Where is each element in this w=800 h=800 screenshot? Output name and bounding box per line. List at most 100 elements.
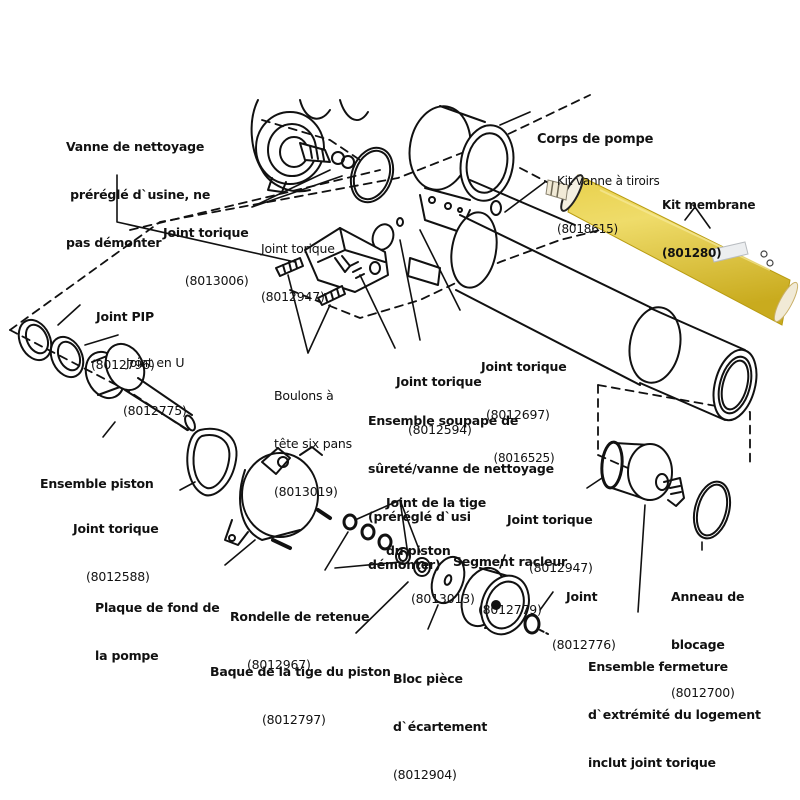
- leader-segment: [499, 554, 506, 569]
- locking-ring-8012700: [692, 480, 732, 540]
- leader-vanne-nettoyage: [116, 174, 296, 263]
- label-line: démonter): [368, 557, 441, 572]
- rod-seal-rings: [342, 513, 431, 577]
- label-line: Kit vanne à tiroirs: [557, 174, 660, 188]
- label-plaque-fond: Plaque de fond de la pompe: [95, 568, 220, 696]
- label-line: Segment racleur: [453, 554, 567, 569]
- pip-joint-8012796: [17, 318, 53, 362]
- label-line: Joint torique: [73, 521, 159, 536]
- leader-joint-8012697: [419, 229, 461, 311]
- label-line: pas démonter: [66, 235, 162, 250]
- label-joint-torique-8012594: Joint torique (8012594): [396, 342, 482, 470]
- label-line: Rondelle de retenue: [230, 609, 370, 624]
- label-line: (8012697): [486, 407, 550, 422]
- joint-8012776: [523, 613, 541, 635]
- label-line: (préréglé d`usi: [368, 509, 471, 524]
- label-line: Anneau de: [671, 589, 745, 604]
- label-ensemble-fermeture: Ensemble fermeture d`extrémité du logeme…: [588, 627, 761, 800]
- label-joint-en-u: Joint en U (8012775): [123, 323, 187, 451]
- leader-kit-vanne: [504, 181, 546, 213]
- small-o-ring: [766, 259, 774, 267]
- label-line: (8012588): [86, 569, 150, 584]
- leader-ensemble-fermeture: [637, 504, 646, 613]
- label-joint-torique-8012947-bottom: Joint torique (8012947): [507, 480, 593, 608]
- label-line: préréglé d`usine, ne: [66, 187, 211, 202]
- label-kit-membrane: Kit membrane (801280): [662, 165, 756, 293]
- leader-ensemble-piston: [102, 421, 116, 438]
- label-line: Bloc pièce: [393, 671, 463, 686]
- label-kit-vanne-tiroirs: Kit vanne à tiroirs (8018615): [557, 141, 660, 269]
- spacer-disc-8012904: [430, 555, 466, 605]
- piston-assembly: [84, 342, 196, 432]
- guide-line-end-cap-right: [597, 384, 751, 466]
- label-corps-pompe: Corps de pompe: [537, 100, 653, 180]
- label-line: (8013019): [274, 484, 338, 499]
- leader-joint-8012776: [539, 591, 554, 611]
- label-line: (8012796): [91, 357, 155, 372]
- small-o-ring: [760, 250, 768, 258]
- label-line: (8018615): [557, 222, 619, 236]
- label-joint-torique-8012588: Joint torique (8012588): [73, 489, 159, 617]
- label-line: d`écartement: [393, 719, 488, 734]
- label-line: Ensemble piston: [40, 476, 154, 491]
- label-line: (8012779): [478, 602, 542, 617]
- label-line: sûreté/vanne de nettoyage: [368, 461, 554, 476]
- label-line: Vanne de nettoyage: [66, 139, 205, 154]
- leader-plaque-fond: [224, 539, 256, 566]
- label-line: (8012904): [393, 767, 457, 782]
- label-bloc-ecartement: Bloc pièce d`écartement (8012904): [393, 639, 487, 800]
- leader-rondelle: [324, 531, 349, 571]
- leader-joint-8012594: [399, 239, 421, 341]
- label-line: d`extrémité du logement: [588, 707, 761, 722]
- label-ensemble-soupape-ref: (8016525): [479, 434, 554, 482]
- membrane-kit-cartridge: [545, 174, 799, 326]
- label-line: Joint PIP: [96, 309, 154, 324]
- label-line: (8012700): [671, 685, 735, 700]
- leader-kit-membrane: [684, 204, 711, 229]
- leader-joint-8012947-bottom: [586, 477, 603, 489]
- label-line: (8012594): [408, 422, 472, 437]
- label-line: (8012797): [262, 712, 326, 727]
- label-joint-pip: Joint PIP (8012796): [91, 277, 155, 405]
- leader-baque: [355, 581, 409, 634]
- leader-bloc: [427, 604, 439, 630]
- label-line: Joint torique: [481, 359, 567, 374]
- end-cap-assembly: [600, 440, 685, 507]
- leader-boulons: [287, 274, 331, 354]
- label-line: Joint en U: [126, 355, 185, 370]
- label-line: Ensemble soupape de: [368, 413, 519, 428]
- scraper-segment-8012779: [460, 566, 530, 636]
- label-line: Kit membrane: [662, 198, 756, 212]
- label-ensemble-soupape: Ensemble soupape de sûreté/vanne de nett…: [368, 381, 554, 605]
- label-line: Corps de pompe: [537, 132, 654, 147]
- leader-joint-tige: [354, 499, 421, 556]
- label-line: inclut joint torique: [588, 755, 716, 770]
- o-ring-8012697: [396, 217, 404, 227]
- leader-ensemble-soupape: [359, 274, 396, 349]
- lubricant-tube: [709, 241, 749, 263]
- o-ring-8012947-top: [349, 146, 395, 204]
- pump-body: [407, 105, 758, 422]
- leader-joint-u: [84, 334, 119, 346]
- label-line: Joint torique: [396, 374, 482, 389]
- label-line: (8012775): [123, 403, 187, 418]
- label-line: Baque de la tige du piston: [210, 664, 391, 679]
- label-line: (8012967): [247, 657, 311, 672]
- safety-valve-assembly: [275, 227, 389, 306]
- label-boulons: Boulons à tête six pans (8013019): [274, 356, 352, 532]
- label-line: Joint torique: [261, 241, 335, 256]
- leader-joint-8013006: [251, 169, 343, 208]
- label-line: (8012947): [261, 289, 325, 304]
- label-line: Joint: [566, 589, 598, 604]
- label-ensemble-piston: Ensemble piston: [40, 444, 154, 524]
- label-line: blocage: [671, 637, 725, 652]
- pump-base-plate: [224, 446, 332, 550]
- label-line: Joint de la tige: [386, 495, 487, 510]
- leader-joint-pip: [57, 304, 81, 326]
- label-joint-torique-8012947-top: Joint torique (8012947): [261, 209, 335, 337]
- label-line: Ensemble fermeture: [588, 659, 728, 674]
- label-joint-8012776: Joint (8012776): [552, 557, 616, 685]
- label-line: la pompe: [95, 648, 159, 663]
